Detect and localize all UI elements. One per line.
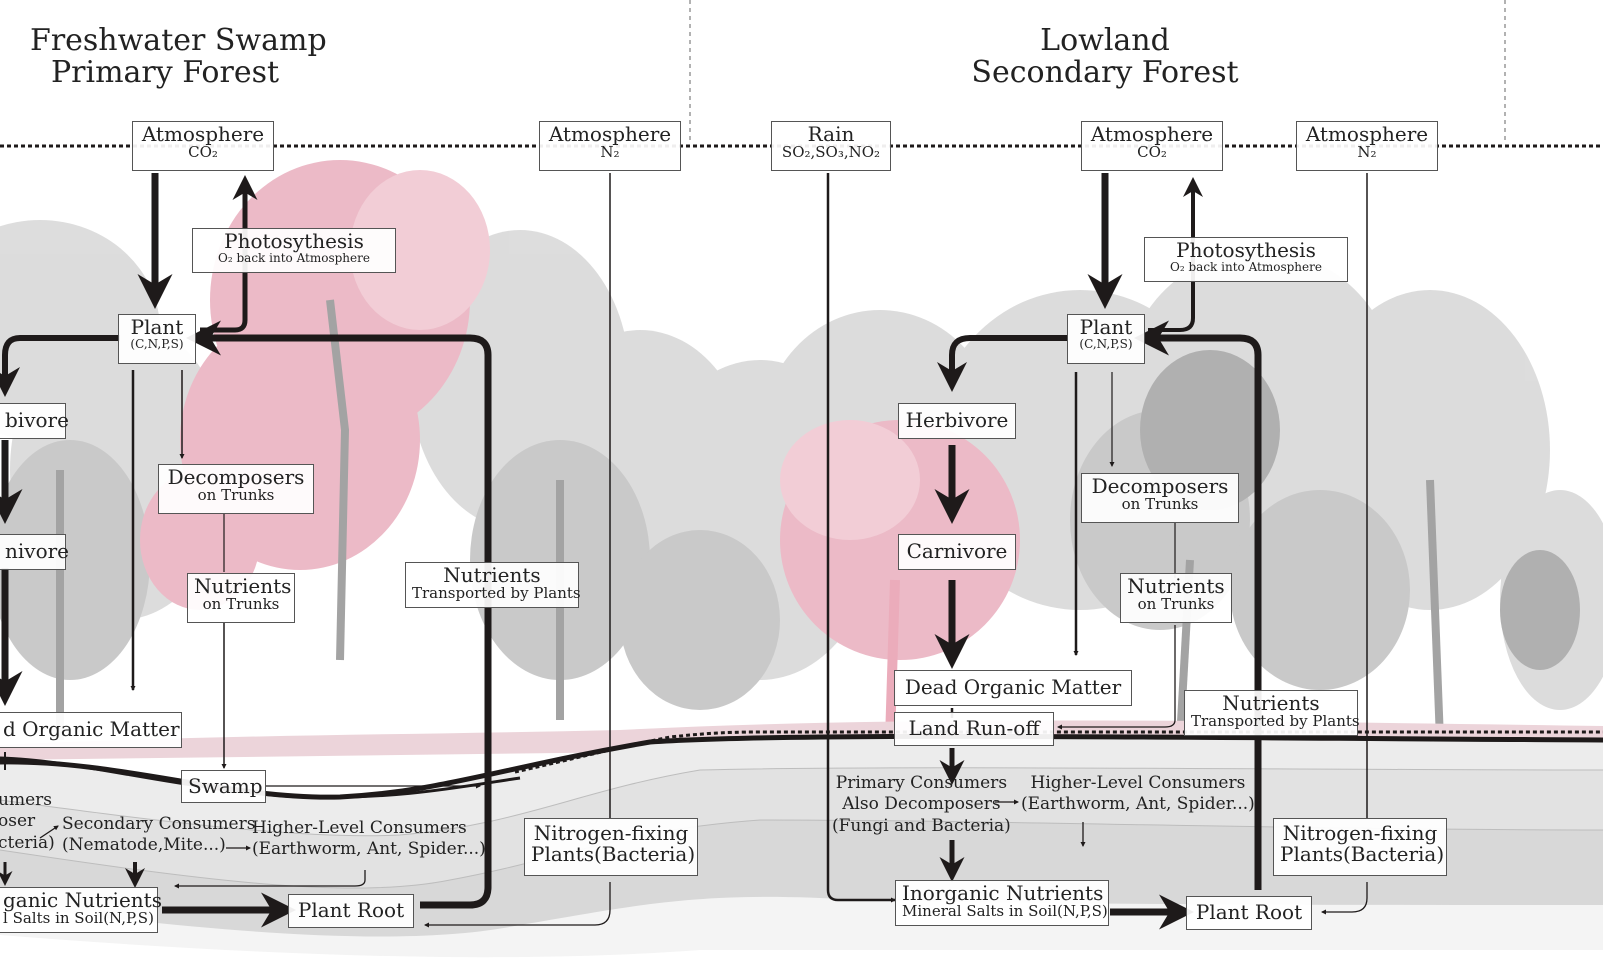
swamp-basin [0,756,521,799]
left-nutrients-transported-title: Nutrients [443,563,541,587]
right-dead-organic-box: Dead Organic Matter [894,670,1132,706]
right-rain-title: Rain [807,122,855,146]
swamp-waterline [514,730,1603,774]
left-plant-sub: (C,N,P,S) [130,337,184,351]
left-inorganic-sub: l Salts in Soil(N,P,S) [3,909,154,927]
left-atmosphere-n2-sub: N₂ [600,143,620,161]
right-photosynthesis-box: Photosythesis O₂ back into Atmosphere [1144,237,1348,282]
right-photosynthesis-title: Photosythesis [1176,238,1316,262]
left-nutrients-trunks-sub: on Trunks [202,595,280,613]
right-inorganic-box: Inorganic Nutrients Mineral Salts in Soi… [895,880,1109,926]
right-atmosphere-n2-title: Atmosphere [1305,122,1429,146]
right-nutrients-trunks-sub: on Trunks [1137,595,1215,613]
left-nutrients-trunks-title: Nutrients [194,574,292,598]
right-decomposers-title: Decomposers [1091,474,1229,498]
left-plant-root-label: Plant Root [297,898,405,922]
left-photosynthesis-title: Photosythesis [224,229,364,253]
right-carnivore-label: Carnivore [906,539,1008,563]
right-plant-box: Plant (C,N,P,S) [1067,314,1145,364]
left-atmosphere-co2-title: Atmosphere [141,122,265,146]
right-atmosphere-co2-sub: CO₂ [1137,143,1167,161]
left-swamp-label: Swamp [188,774,263,798]
right-land-runoff-box: Land Run-off [894,712,1054,746]
left-atmosphere-co2-sub: CO₂ [188,143,218,161]
right-plant-sub: (C,N,P,S) [1079,337,1133,351]
right-flow-arrows [826,173,1368,930]
left-section-title: Freshwater Swamp Primary Forest [30,23,327,90]
left-atmosphere-n2-box: Atmosphere N₂ [539,121,681,171]
right-nitrogen-fixing-label: Nitrogen-fixing Plants(Bacteria) [1280,821,1445,866]
right-plant-title: Plant [1079,315,1133,339]
right-herbivore-label: Herbivore [905,408,1009,432]
right-inorganic-sub: Mineral Salts in Soil(N,P,S) [902,902,1108,920]
left-herbivore-label: bivore [5,408,69,432]
left-nitrogen-fixing-label: Nitrogen-fixing Plants(Bacteria) [531,821,696,866]
left-nutrients-transported-sub: Transported by Plants [412,584,581,602]
left-dead-organic-box: d Organic Matter [0,712,182,748]
right-inorganic-title: Inorganic Nutrients [902,881,1104,905]
left-decomposers-box: Decomposers on Trunks [158,464,314,514]
left-higher-consumers-text: Higher-Level Consumers (Earthworm, Ant, … [252,818,486,860]
right-carnivore-box: Carnivore [898,534,1016,570]
right-atmosphere-co2-box: Atmosphere CO₂ [1081,121,1223,171]
left-dead-organic-label: d Organic Matter [3,717,180,741]
right-higher-consumers-text: Higher-Level Consumers (Earthworm, Ant, … [1021,773,1255,815]
left-carnivore-label: nivore [5,539,70,563]
right-land-runoff-label: Land Run-off [908,716,1040,740]
left-consumers-cut-text: umers oser cteria) [0,790,55,853]
right-nutrients-trunks-box: Nutrients on Trunks [1120,573,1232,623]
right-rain-sub: SO₂,SO₃,NO₂ [781,143,881,161]
right-dead-organic-label: Dead Organic Matter [904,675,1122,699]
left-photosynthesis-box: Photosythesis O₂ back into Atmosphere [192,228,396,273]
left-secondary-consumers-text: Secondary Consumers (Nematode,Mite...) [62,814,256,856]
left-inorganic-box: ganic Nutrients l Salts in Soil(N,P,S) [0,887,162,933]
right-herbivore-box: Herbivore [898,403,1016,439]
right-atmosphere-co2-title: Atmosphere [1090,122,1214,146]
right-plant-root-box: Plant Root [1186,896,1312,930]
right-decomposers-box: Decomposers on Trunks [1081,473,1239,523]
left-carnivore-box: nivore [0,534,70,570]
left-nutrients-trunks-box: Nutrients on Trunks [187,573,295,623]
left-nitrogen-fixing-box: Nitrogen-fixing Plants(Bacteria) [524,818,698,876]
right-nitrogen-fixing-box: Nitrogen-fixing Plants(Bacteria) [1273,818,1447,876]
left-decomposers-sub: on Trunks [197,486,275,504]
right-primary-consumers-text: Primary Consumers Also Decomposers (Fung… [832,773,1011,836]
right-nutrients-trunks-title: Nutrients [1127,574,1225,598]
right-atmosphere-n2-sub: N₂ [1357,143,1377,161]
right-section-title: Lowland Secondary Forest [971,23,1239,90]
right-rain-box: Rain SO₂,SO₃,NO₂ [771,121,891,171]
right-decomposers-sub: on Trunks [1121,495,1199,513]
right-nutrients-transported-box: Nutrients Transported by Plants [1184,690,1360,736]
left-atmosphere-co2-box: Atmosphere CO₂ [132,121,274,171]
left-plant-box: Plant (C,N,P,S) [118,314,196,364]
left-inorganic-title: ganic Nutrients [3,888,162,912]
right-nutrients-transported-title: Nutrients [1222,691,1320,715]
left-swamp-box: Swamp [181,770,266,803]
left-plant-title: Plant [130,315,184,339]
left-nutrients-transported-box: Nutrients Transported by Plants [405,562,581,608]
left-decomposers-title: Decomposers [167,465,305,489]
left-photosynthesis-sub: O₂ back into Atmosphere [218,251,370,265]
left-atmosphere-n2-title: Atmosphere [548,122,672,146]
left-herbivore-box: bivore [0,403,69,439]
left-plant-root-box: Plant Root [288,894,414,928]
right-atmosphere-n2-box: Atmosphere N₂ [1296,121,1438,171]
right-photosynthesis-sub: O₂ back into Atmosphere [1170,260,1322,274]
left-flow-arrows [0,173,611,928]
right-plant-root-label: Plant Root [1195,900,1303,924]
right-nutrients-transported-sub: Transported by Plants [1191,712,1360,730]
